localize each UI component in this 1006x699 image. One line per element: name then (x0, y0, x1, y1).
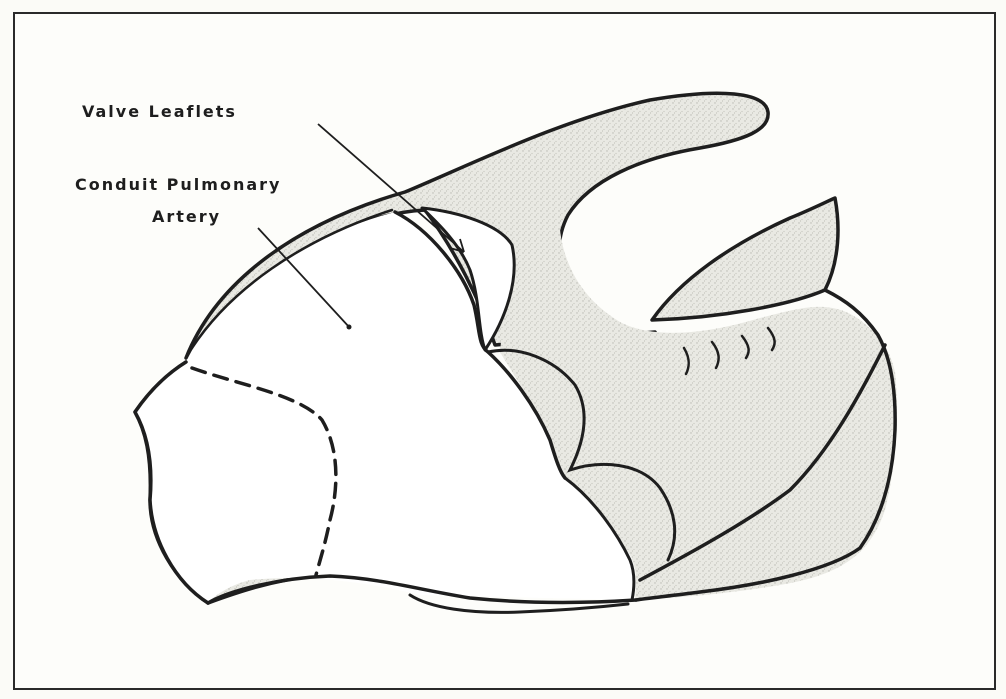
label-valve-leaflets: Valve Leaflets (82, 102, 237, 121)
label-artery: Artery (152, 207, 221, 226)
right-flap-shape (652, 198, 838, 320)
label-conduit-pulmonary: Conduit Pulmonary (75, 175, 281, 194)
